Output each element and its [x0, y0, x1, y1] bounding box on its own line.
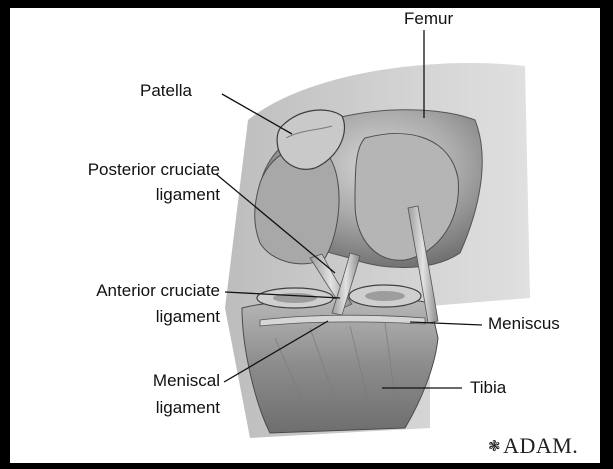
- label-meniscus: Meniscus: [488, 313, 560, 334]
- label-acl-line2: ligament: [38, 306, 220, 327]
- label-patella: Patella: [140, 80, 192, 101]
- label-pcl-line1: Posterior cruciate: [38, 159, 220, 180]
- label-pcl-line2: ligament: [38, 184, 220, 205]
- label-meniscal-line1: Meniscal: [38, 370, 220, 391]
- diagram-panel: Femur Patella Posterior cruciate ligamen…: [10, 8, 600, 463]
- knee-illustration: [10, 8, 600, 463]
- label-meniscal-line2: ligament: [38, 397, 220, 418]
- label-tibia: Tibia: [470, 377, 506, 398]
- adam-logo-text: ADAM.: [503, 433, 578, 458]
- label-acl-line1: Anterior cruciate: [38, 280, 220, 301]
- adam-flower-icon: ❃: [488, 439, 501, 455]
- label-femur: Femur: [404, 8, 453, 29]
- meniscus-lateral-inner: [365, 291, 405, 301]
- adam-logo: ❃ADAM.: [488, 433, 578, 459]
